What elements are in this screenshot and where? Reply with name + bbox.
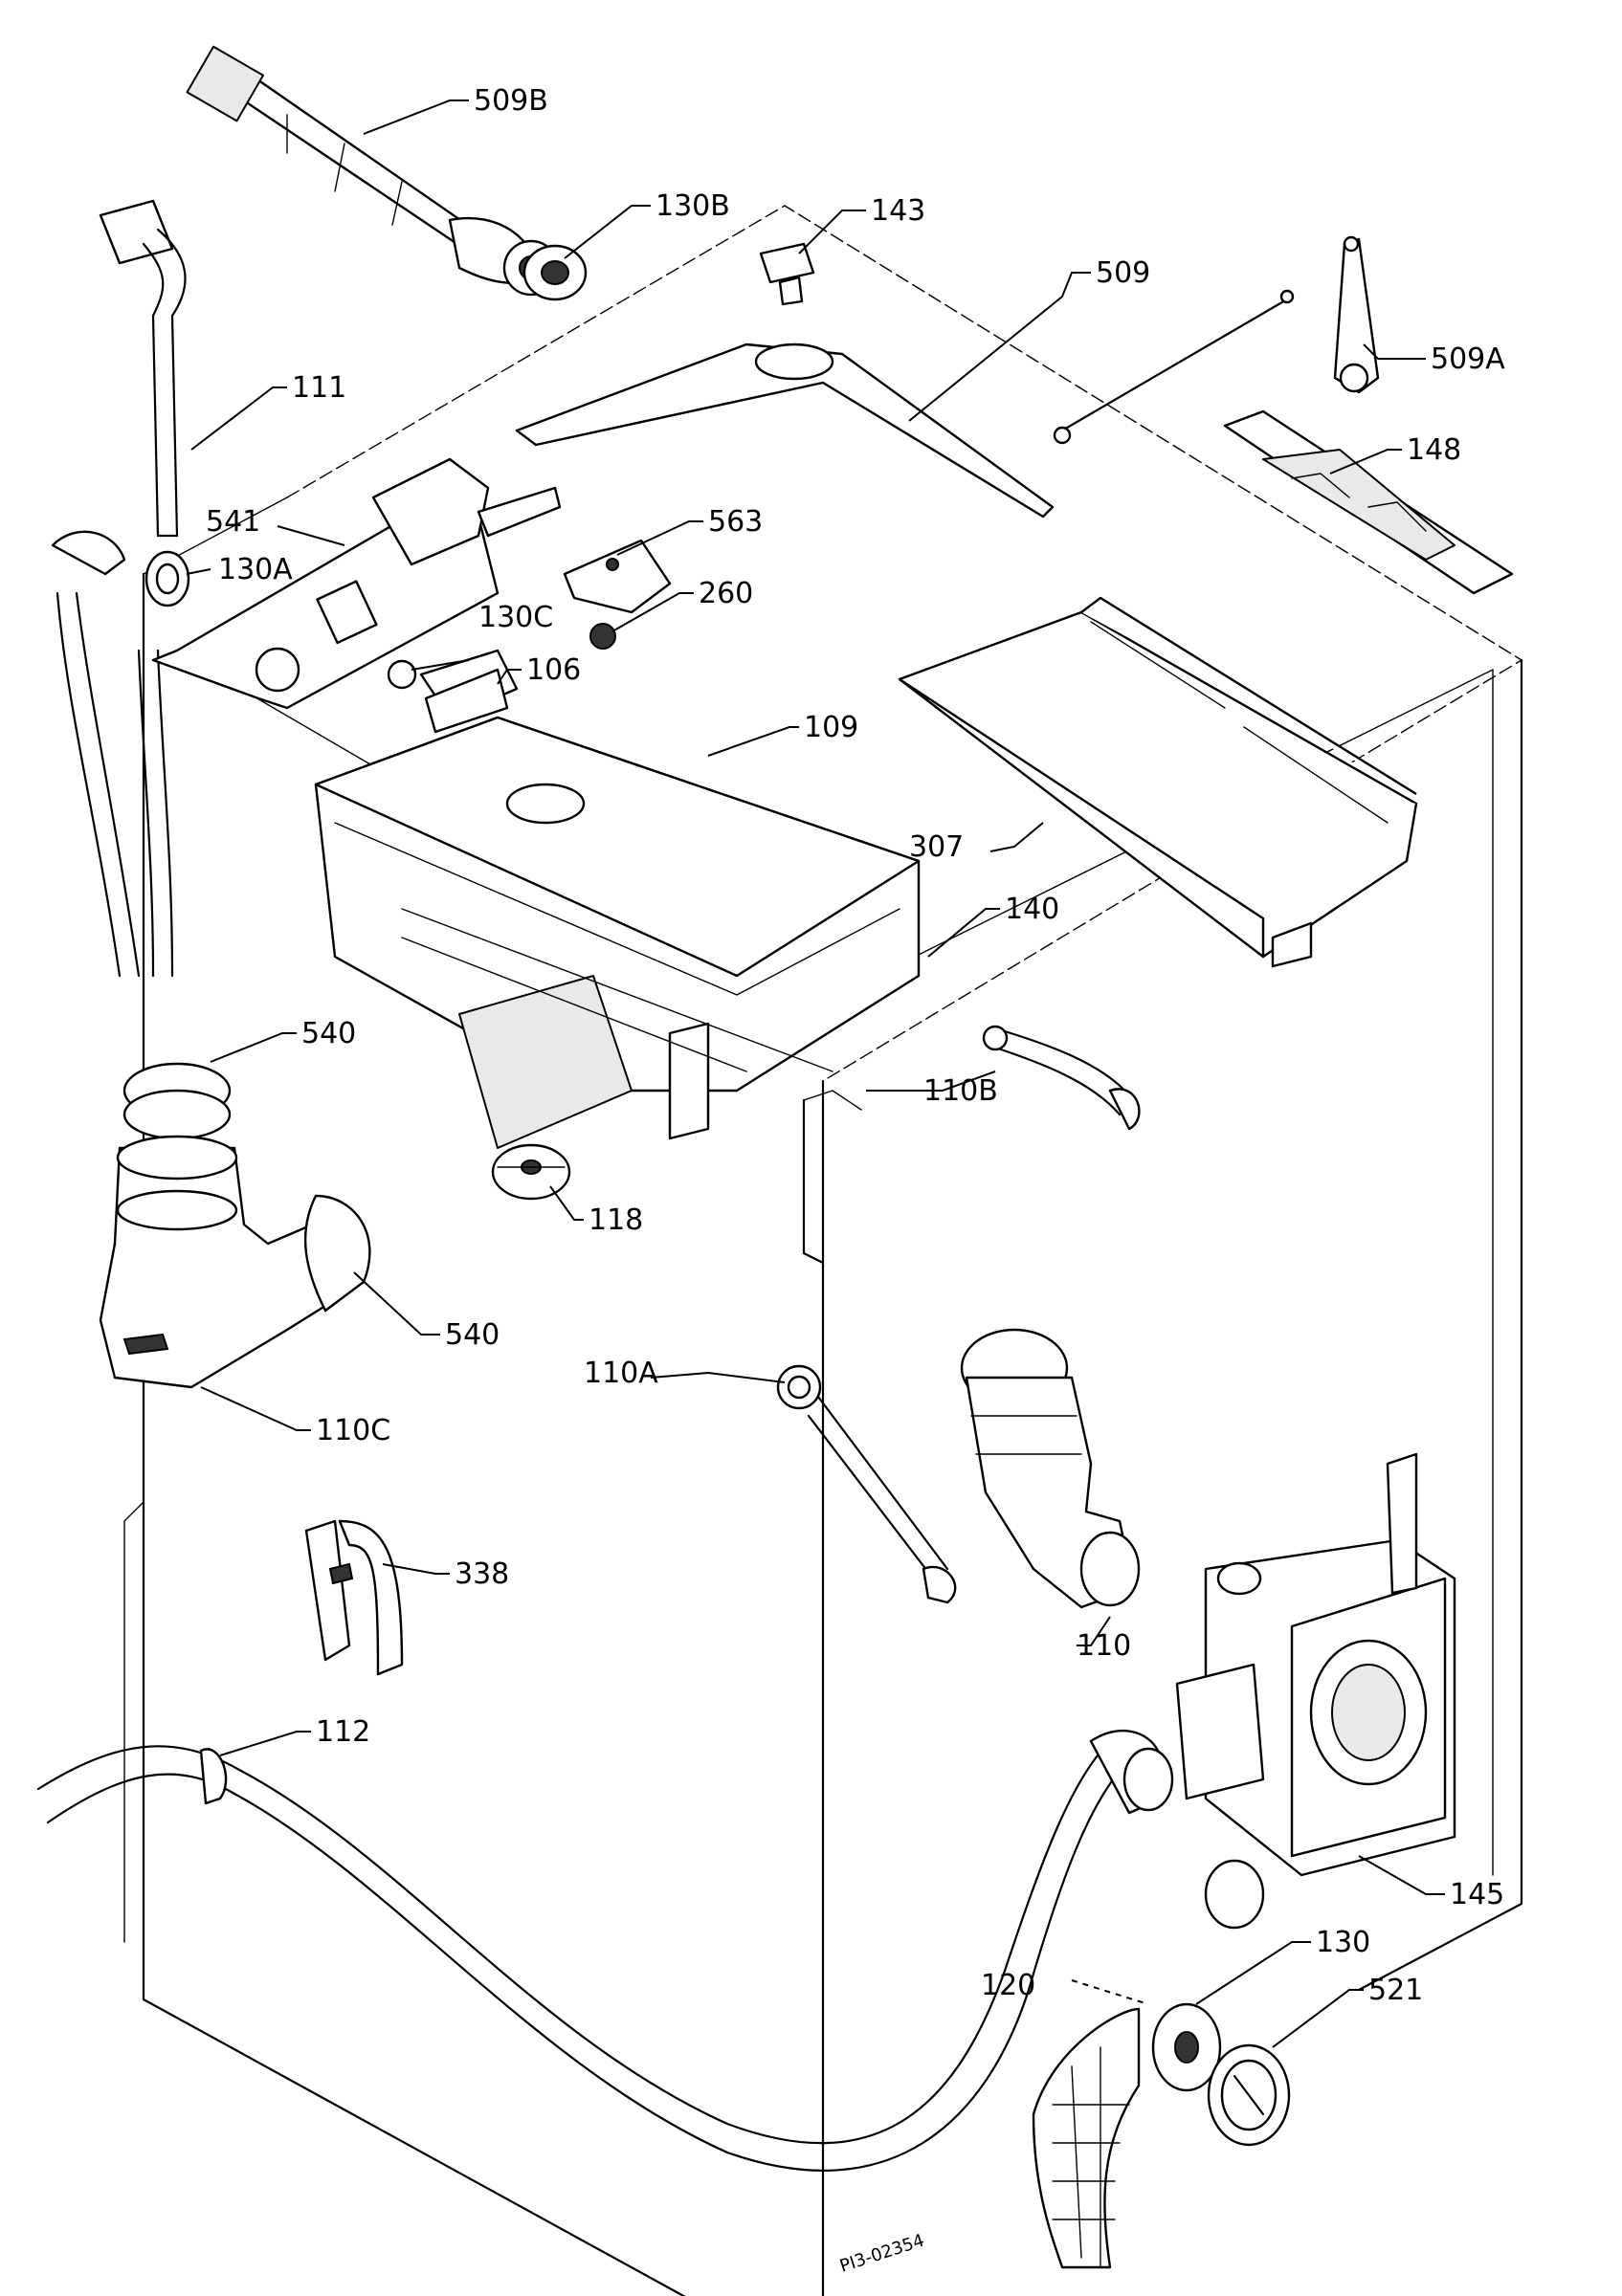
label-111: 111 bbox=[292, 371, 346, 405]
label-148: 148 bbox=[1407, 433, 1461, 467]
label-112: 112 bbox=[316, 1715, 370, 1749]
label-338: 338 bbox=[455, 1557, 509, 1591]
drain-hose-112 bbox=[36, 1729, 1174, 2172]
elbow-110 bbox=[960, 1328, 1141, 1609]
label-540-bottom: 540 bbox=[445, 1318, 500, 1352]
drawing-code: PI3-02354 bbox=[837, 2231, 926, 2277]
label-509: 509 bbox=[1096, 256, 1150, 290]
lever-509 bbox=[515, 289, 1295, 519]
leader-lines bbox=[186, 99, 1445, 2048]
label-145: 145 bbox=[1450, 1878, 1504, 1911]
lever-509a bbox=[1333, 235, 1380, 394]
label-109: 109 bbox=[804, 711, 858, 744]
label-307: 307 bbox=[909, 830, 964, 864]
clamp-106 bbox=[387, 649, 519, 734]
label-110b: 110B bbox=[923, 1074, 998, 1108]
label-130a: 130A bbox=[218, 553, 293, 586]
label-110c: 110C bbox=[316, 1414, 390, 1447]
gasket-130b bbox=[522, 244, 588, 301]
label-110a: 110A bbox=[584, 1357, 658, 1390]
filter-120 bbox=[1032, 2002, 1222, 2269]
housing-109 bbox=[314, 716, 921, 1149]
hose-110b bbox=[982, 1025, 1141, 1131]
label-130b: 130B bbox=[655, 189, 730, 223]
lid-148 bbox=[1223, 409, 1514, 595]
washer-130a bbox=[144, 550, 190, 607]
hose-110a bbox=[776, 1364, 957, 1604]
label-143: 143 bbox=[871, 194, 925, 228]
label-120: 120 bbox=[981, 1969, 1035, 2002]
pump-145 bbox=[1175, 1452, 1456, 1930]
clip-338 bbox=[304, 1519, 404, 1676]
label-521: 521 bbox=[1368, 1974, 1423, 2007]
gear-118 bbox=[491, 1143, 571, 1201]
drawer-307 bbox=[898, 596, 1418, 968]
label-106: 106 bbox=[526, 653, 581, 687]
label-541: 541 bbox=[206, 505, 260, 539]
label-130c: 130C bbox=[478, 601, 553, 634]
spring-260 bbox=[589, 623, 616, 650]
label-110: 110 bbox=[1077, 1629, 1131, 1663]
label-140: 140 bbox=[1005, 893, 1059, 926]
label-118: 118 bbox=[589, 1203, 643, 1237]
inlet-hose-111 bbox=[51, 199, 187, 978]
sump-hose-110c bbox=[99, 1062, 371, 1389]
cap-521 bbox=[1207, 2043, 1291, 2147]
label-509a: 509A bbox=[1431, 342, 1505, 376]
label-260: 260 bbox=[699, 577, 753, 610]
knob-143 bbox=[759, 242, 815, 306]
label-540-top: 540 bbox=[301, 1017, 356, 1050]
cam-563 bbox=[563, 539, 672, 614]
cabinet-outline bbox=[123, 205, 1523, 2296]
valve-bracket-541 bbox=[151, 457, 562, 710]
part-labels: 509B 130B 143 509 509A 111 148 541 130A … bbox=[206, 84, 1505, 2277]
label-509b: 509B bbox=[474, 84, 548, 118]
label-563: 563 bbox=[708, 505, 763, 539]
label-130: 130 bbox=[1316, 1926, 1370, 1959]
